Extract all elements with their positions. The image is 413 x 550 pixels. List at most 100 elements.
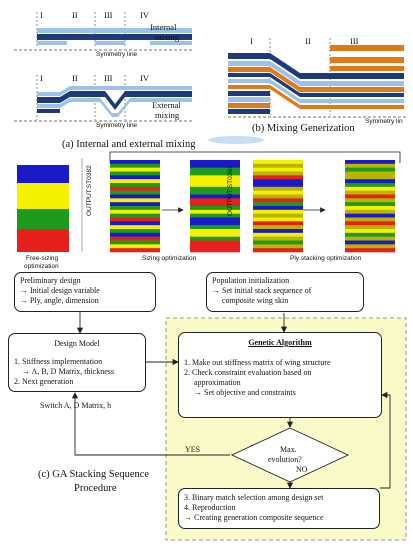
ply-stripe (345, 206, 395, 211)
symmetry-line-label-2: Symmetry line (96, 122, 138, 129)
internal-label-2: mixing (155, 32, 180, 42)
population-init-line-1: → Set initial stack sequence of (212, 286, 312, 295)
ply-stripe (345, 221, 395, 226)
ply-stripe (190, 160, 240, 165)
roman-b-i: I (250, 36, 253, 46)
ply-stripe (345, 171, 395, 176)
output-label-2: OUTPUT.ST0361 (227, 165, 234, 216)
ply-stacking-label: Ply stacking optimization (290, 255, 362, 262)
decision-line-1: Max. (280, 445, 297, 454)
ply-stripe (253, 179, 303, 184)
design-model-line-2: → A, B, D Matrix, thickness (22, 367, 114, 376)
stacking-strip (17, 151, 401, 253)
roman-i: I (40, 10, 43, 20)
roman-iii: III (104, 10, 113, 20)
ply-stripe (110, 175, 160, 180)
ply-stripe (253, 206, 303, 211)
caption-c-1: (c) GA Stacking Sequence (38, 469, 150, 480)
ply-stripe (253, 167, 303, 172)
preliminary-design-line-1: → Initial design variable (20, 286, 100, 295)
ply-stripe (190, 225, 240, 230)
ply-stripe (345, 232, 395, 237)
ply-stripe (110, 209, 160, 214)
ply-stripe (110, 244, 160, 249)
ply-stripe (190, 183, 240, 188)
ply-stripe (190, 248, 240, 253)
ga-line-2: 2. Check constraint evaluation based on (184, 368, 312, 377)
ply-stripe (190, 232, 240, 237)
ply-stripe (110, 160, 160, 165)
ply-stripe (345, 190, 395, 195)
ply-stripe (253, 160, 303, 165)
output-label-1: OUTPUT.ST0382 (86, 165, 93, 216)
ply-stripe (253, 217, 303, 222)
ply-stripe (110, 167, 160, 172)
ply-stripe (110, 202, 160, 207)
ply-stripe (190, 217, 240, 222)
ply-stripe (190, 209, 240, 214)
ply-stripe (110, 186, 160, 191)
ply-stripe (253, 240, 303, 245)
population-init-title: Population initialization (212, 276, 290, 285)
ply-stripe (190, 190, 240, 195)
mixing-generization-diagram (228, 38, 406, 118)
ply-stripe (190, 244, 240, 249)
ply-stripe (190, 175, 240, 180)
ply-stripe (253, 175, 303, 180)
design-model-line-1: 1. Stiffness implementation (14, 357, 103, 366)
ply-stripe (253, 221, 303, 226)
roman-iv-ext: IV (140, 73, 149, 83)
ply-stripe (253, 194, 303, 199)
ply-stripe (253, 229, 303, 234)
population-init-line-2: composite wing skin (222, 296, 289, 305)
ply-stripe (110, 225, 160, 230)
ply-stripe (253, 213, 303, 218)
roman-ii-ext: II (72, 73, 78, 83)
ply-stripe (253, 183, 303, 188)
free-sizing-label-2: optimization (24, 263, 59, 270)
selection-box: 3. Binary match selection among design s… (178, 488, 380, 529)
ply-stripe (345, 229, 395, 234)
ply-stripe (110, 213, 160, 218)
ply-stripe (110, 229, 160, 234)
ply-stripe (190, 221, 240, 226)
switch-label: Switch A, D Matrix, h (40, 401, 112, 410)
ply-stripe (110, 206, 160, 211)
ply-stripe (345, 175, 395, 180)
external-label-2: mixing (155, 110, 180, 120)
internal-mixing-diagram (14, 12, 194, 51)
ply-stripe (190, 167, 240, 172)
ply-stripe (345, 194, 395, 199)
yes-label: YES (185, 445, 201, 454)
ply-stripe (190, 236, 240, 241)
ply-stripe (345, 236, 395, 241)
ply-stripe (253, 163, 303, 168)
ply-stripe (345, 209, 395, 214)
roman-ii: II (72, 10, 78, 20)
sizing-optimization-label: Sizing optimization (142, 255, 197, 262)
preliminary-design-box: Preliminary design → Initial design vari… (14, 272, 156, 312)
ply-stripe (190, 194, 240, 199)
ply-stripe (110, 163, 160, 168)
ply-stripe (110, 194, 160, 199)
external-label-1: External (152, 100, 181, 110)
ply-stripe (110, 183, 160, 188)
roman-iv: IV (140, 10, 149, 20)
ply-stripe (190, 240, 240, 245)
preliminary-design-line-2: → Ply, angle, dimension (20, 296, 99, 305)
roman-b-ii: II (305, 36, 311, 46)
decision-line-2: evolution? (268, 455, 302, 464)
ply-stripe (345, 213, 395, 218)
ply-stripe (253, 171, 303, 176)
ply-stripe (345, 225, 395, 230)
ply-stripe (190, 179, 240, 184)
selection-line-1: 3. Binary match selection among design s… (184, 493, 324, 502)
ply-stripe (110, 190, 160, 195)
design-model-box: Design Model 1. Stiffness implementation… (8, 333, 146, 392)
symmetry-line-label-b: Symmetry lin (365, 118, 403, 125)
selection-line-3: → Creating generation composite sequence (184, 513, 324, 522)
ply-stripe (253, 248, 303, 253)
ply-stripe (345, 179, 395, 184)
ga-line-1: 1. Make out stiffness matrix of wing str… (184, 358, 331, 367)
